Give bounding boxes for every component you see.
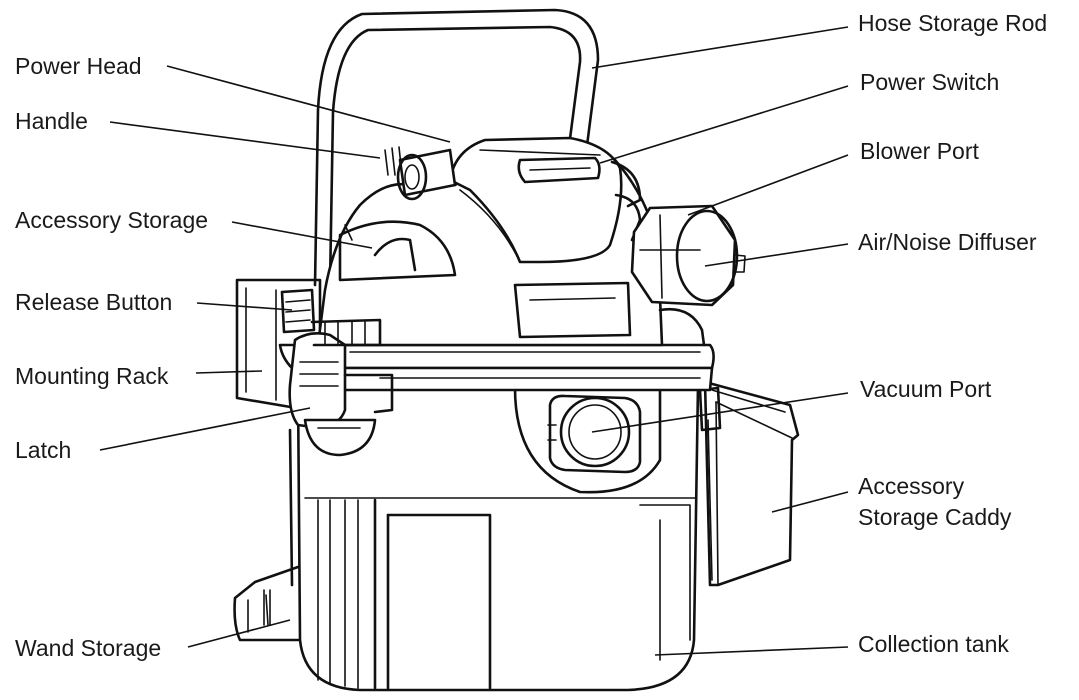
label-power-head: Power Head — [15, 53, 142, 79]
leader-mounting-rack — [195, 370, 263, 374]
label-power-switch: Power Switch — [860, 69, 1000, 95]
blower-port — [614, 193, 642, 242]
leader-power-head — [166, 65, 451, 143]
leader-blower-port — [687, 154, 849, 216]
label-release-button: Release Button — [15, 289, 173, 315]
hose-storage-rod — [313, 8, 600, 287]
label-mounting-rack: Mounting Rack — [15, 363, 169, 389]
leader-vacuum-port — [591, 392, 849, 433]
leader-air-noise-diffuser — [704, 243, 849, 267]
label-blower-port: Blower Port — [860, 138, 979, 164]
leader-handle — [109, 121, 381, 159]
label-vacuum-port: Vacuum Port — [860, 376, 992, 402]
air-noise-diffuser — [630, 204, 746, 307]
leader-accessory-storage — [231, 221, 373, 249]
label-wand-storage: Wand Storage — [15, 635, 162, 661]
vacuum-port — [547, 394, 642, 474]
label-air-noise-diffuser: Air/Noise Diffuser — [858, 229, 1037, 255]
release-button — [280, 288, 382, 347]
leader-latch — [99, 407, 311, 451]
leader-wand-storage — [187, 619, 291, 648]
latch — [288, 332, 394, 457]
label-accessory-storage-caddy-line2: Storage Caddy — [858, 504, 1012, 530]
leader-power-switch — [599, 85, 849, 164]
label-accessory-storage-caddy-line1: Accessory — [858, 473, 965, 499]
leader-collection-tank — [654, 646, 849, 656]
leader-accessory-storage-caddy — [771, 491, 849, 513]
label-latch: Latch — [15, 437, 72, 463]
label-accessory-storage: Accessory Storage — [15, 207, 209, 233]
label-hose-storage-rod: Hose Storage Rod — [858, 10, 1048, 36]
leader-hose-storage-rod — [591, 26, 849, 69]
leader-release-button — [196, 302, 293, 311]
label-collection-tank: Collection tank — [858, 631, 1009, 657]
label-handle: Handle — [15, 108, 88, 134]
accessory-storage-caddy — [698, 380, 800, 587]
leader-lines — [99, 26, 849, 656]
power-head — [316, 136, 706, 347]
